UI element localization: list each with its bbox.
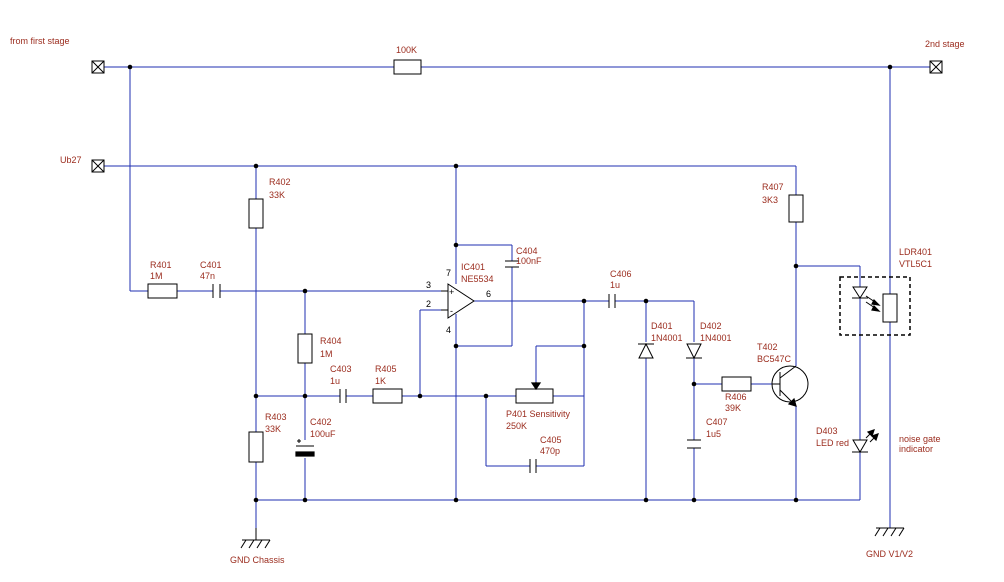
label-100k: 100K (396, 45, 417, 55)
label-c403-ref: C403 (330, 364, 352, 374)
ground-v1v2-symbol (874, 527, 905, 537)
connector-output (929, 60, 943, 74)
label-c407-val: 1u5 (706, 429, 721, 439)
label-r402-val: 33K (269, 190, 285, 200)
capacitor-c406 (608, 294, 616, 308)
label-noise-gate: noise gate (899, 434, 941, 444)
resistor-r407 (788, 194, 804, 223)
label-c406-val: 1u (610, 280, 620, 290)
svg-text:+: + (449, 287, 454, 297)
capacitor-c402-electrolytic (295, 439, 315, 457)
label-r403-val: 33K (265, 424, 281, 434)
junction-dots (127, 64, 893, 503)
label-gnd-v1v2: GND V1/V2 (866, 549, 913, 559)
label-r407-val: 3K3 (762, 195, 778, 205)
capacitor-c404 (505, 260, 519, 268)
capacitor-c405 (529, 459, 537, 473)
label-r407-ref: R407 (762, 182, 784, 192)
opamp-ic401: + - (441, 283, 475, 319)
connector-input (91, 60, 105, 74)
diode-d402 (686, 343, 702, 360)
label-r403-ref: R403 (265, 412, 287, 422)
label-gnd-chassis: GND Chassis (230, 555, 285, 565)
label-ldr401-ref: LDR401 (899, 247, 932, 257)
label-r401-val: 1M (150, 271, 163, 281)
resistor-r404 (297, 333, 313, 364)
label-c403-val: 1u (330, 376, 340, 386)
label-c402-val: 100uF (310, 429, 336, 439)
label-c405-val: 470p (540, 446, 560, 456)
resistor-r406 (721, 376, 752, 392)
label-p401-ref: P401 Sensitivity (506, 409, 571, 419)
label-c407-ref: C407 (706, 417, 728, 427)
label-ic401-val: NE5534 (461, 274, 494, 284)
label-t402-val: BC547C (757, 354, 792, 364)
label-output: 2nd stage (925, 39, 965, 49)
label-t402-ref: T402 (757, 342, 778, 352)
label-d401-val: 1N4001 (651, 333, 683, 343)
labels: from first stage 2nd stage Ub27 100K R40… (10, 36, 965, 565)
label-c404-val: 100nF (516, 256, 542, 266)
led-d403 (852, 429, 879, 453)
label-d403-ref: D403 (816, 426, 838, 436)
ground-chassis-symbol (240, 528, 271, 549)
svg-text:-: - (450, 306, 453, 316)
capacitor-c407 (687, 439, 701, 449)
resistor-r403 (248, 431, 264, 463)
label-r406-ref: R406 (725, 392, 747, 402)
label-c401-val: 47n (200, 271, 215, 281)
label-ldr401-val: VTL5C1 (899, 259, 932, 269)
label-r404-val: 1M (320, 349, 333, 359)
label-d402-val: 1N4001 (700, 333, 732, 343)
diode-d401 (638, 342, 654, 359)
resistor-100k (393, 59, 422, 75)
capacitor-c403 (339, 389, 347, 403)
label-d401-ref: D401 (651, 321, 673, 331)
resistor-r402 (248, 198, 264, 229)
label-ub27: Ub27 (60, 155, 82, 165)
label-r405-ref: R405 (375, 364, 397, 374)
label-pin3: 3 (426, 280, 431, 290)
label-indicator: indicator (899, 444, 933, 454)
label-c405-ref: C405 (540, 435, 562, 445)
label-c401-ref: C401 (200, 260, 222, 270)
vactrol-ldr401 (839, 276, 911, 336)
label-d403-val: LED red (816, 438, 849, 448)
label-pin6: 6 (486, 289, 491, 299)
potentiometer-p401 (515, 382, 554, 404)
label-p401-val: 250K (506, 421, 527, 431)
transistor-t402 (771, 365, 809, 407)
label-c402-ref: C402 (310, 417, 332, 427)
label-ic401-ref: IC401 (461, 262, 485, 272)
resistor-r405 (372, 388, 403, 404)
label-input: from first stage (10, 36, 70, 46)
label-pin2: 2 (426, 299, 431, 309)
label-pin4: 4 (446, 325, 451, 335)
label-pin7: 7 (446, 268, 451, 278)
capacitor-c401 (212, 284, 221, 298)
label-r404-ref: R404 (320, 336, 342, 346)
label-r401-ref: R401 (150, 260, 172, 270)
label-r402-ref: R402 (269, 177, 291, 187)
label-c404-ref: C404 (516, 246, 538, 256)
resistor-r401 (147, 283, 178, 299)
label-r406-val: 39K (725, 403, 741, 413)
label-r405-val: 1K (375, 376, 386, 386)
label-d402-ref: D402 (700, 321, 722, 331)
wires (104, 66, 930, 540)
connector-ub27 (91, 159, 105, 173)
label-c406-ref: C406 (610, 269, 632, 279)
